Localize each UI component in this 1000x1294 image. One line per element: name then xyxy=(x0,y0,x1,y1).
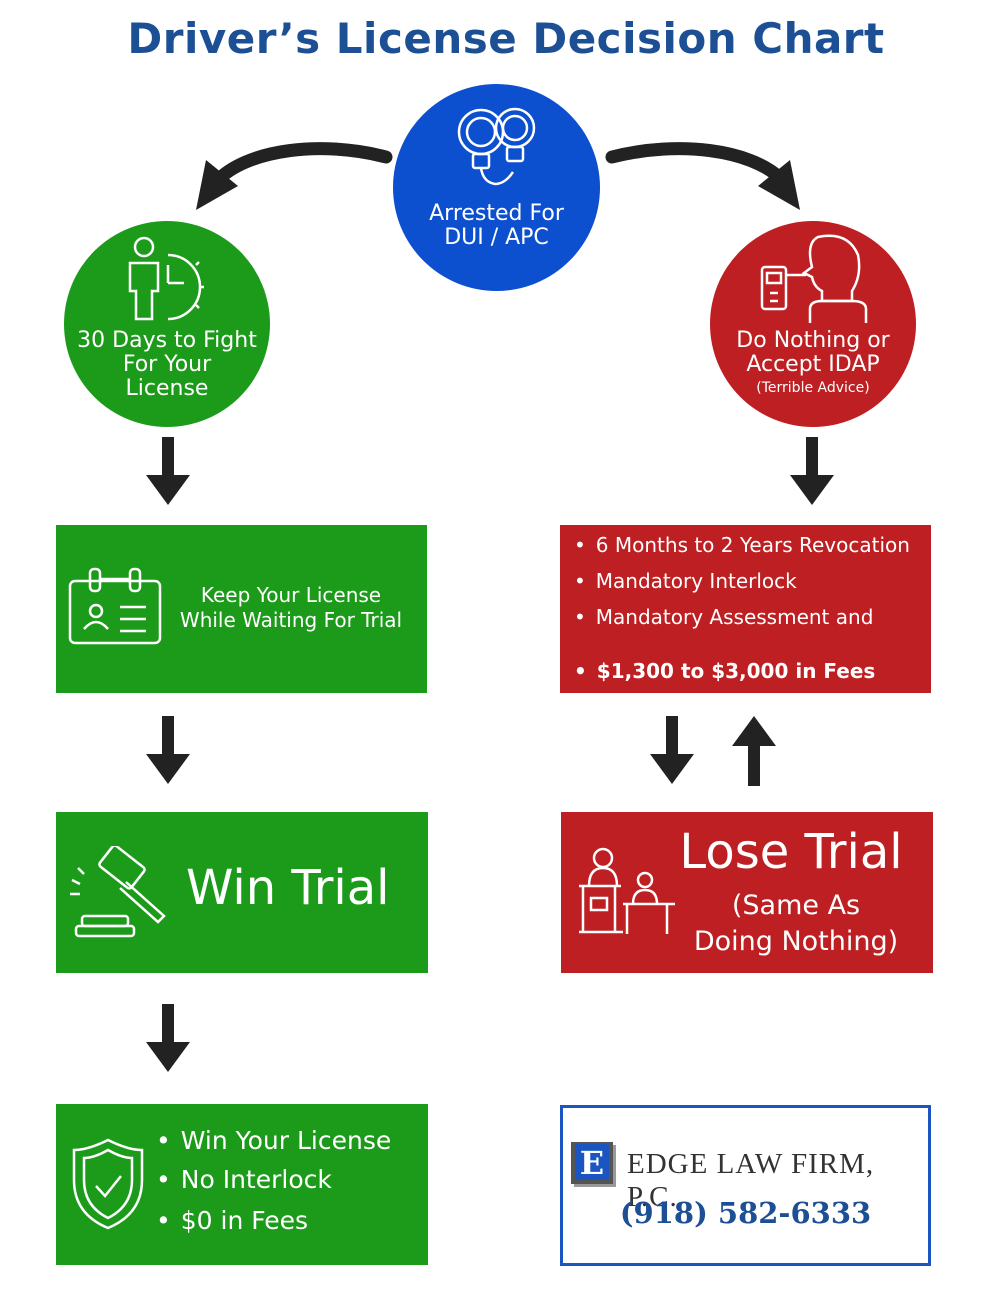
arrested-label-line2: DUI / APC xyxy=(444,225,549,250)
consequences-box: 6 Months to 2 Years Revocation Mandatory… xyxy=(560,525,931,693)
win-trial-label: Win Trial xyxy=(186,860,390,916)
firm-name: EDGE LAW FIRM, P.C. xyxy=(627,1148,875,1213)
fight-label-line2: For Your xyxy=(122,352,212,377)
lose-trial-sub1: (Same As xyxy=(731,890,861,921)
shield-check-icon xyxy=(72,1138,144,1230)
curved-arrow-right-head xyxy=(758,160,800,210)
chart-title: Driver’s License Decision Chart xyxy=(127,14,885,63)
law-firm-box: E EDGE LAW FIRM, P.C. (918) 582-6333 xyxy=(560,1105,931,1266)
fight-label-line1: 30 Days to Fight xyxy=(77,328,257,353)
handcuffs-icon xyxy=(457,107,535,186)
outcome-item: $0 in Fees xyxy=(156,1206,308,1235)
consequence-item: Mandatory Interlock xyxy=(574,569,797,593)
id-card-icon xyxy=(68,567,162,645)
arrested-label-line1: Arrested For xyxy=(429,201,564,226)
down-arrow-to-lose xyxy=(650,716,694,784)
consequence-item: Mandatory Assessment and xyxy=(574,605,874,629)
down-arrow-2 xyxy=(146,716,190,784)
fight-label-line3: License xyxy=(125,376,209,401)
keep-license-box: Keep Your License While Waiting For Tria… xyxy=(56,525,427,693)
keep-license-line1: Keep Your License xyxy=(200,583,382,607)
outcome-item: No Interlock xyxy=(156,1165,332,1194)
do-nothing-line2: Accept IDAP xyxy=(746,352,880,377)
up-arrow-from-lose xyxy=(732,716,776,786)
win-outcome-box: Win Your License No Interlock $0 in Fees xyxy=(56,1104,428,1265)
win-trial-box: Win Trial xyxy=(56,812,428,973)
firm-logo: E xyxy=(571,1142,613,1184)
do-nothing-line1: Do Nothing or xyxy=(736,328,890,353)
down-arrow-right-1 xyxy=(790,437,834,505)
firm-logo-letter: E xyxy=(575,1144,609,1182)
fight-circle: 30 Days to Fight For Your License xyxy=(64,221,270,427)
consequence-item: $1,300 to $3,000 in Fees xyxy=(574,659,876,683)
curved-arrows xyxy=(196,142,800,210)
keep-license-line2: While Waiting For Trial xyxy=(179,608,403,632)
gavel-icon xyxy=(70,846,166,938)
breathalyzer-icon xyxy=(760,234,868,323)
arrested-circle: Arrested For DUI / APC xyxy=(393,84,600,291)
person-clock-icon xyxy=(128,236,204,321)
curved-arrow-left xyxy=(213,142,393,185)
outcome-item: Win Your License xyxy=(156,1126,391,1155)
do-nothing-note: (Terrible Advice) xyxy=(756,380,870,396)
down-arrow-1 xyxy=(146,437,190,505)
courtroom-icon xyxy=(579,847,675,934)
firm-phone[interactable]: (918) 582-6333 xyxy=(619,1196,872,1230)
consequence-item: 6 Months to 2 Years Revocation xyxy=(574,533,910,557)
lose-trial-box: Lose Trial (Same As Doing Nothing) xyxy=(561,812,933,973)
lose-trial-sub2: Doing Nothing) xyxy=(693,926,899,957)
curved-arrow-right xyxy=(605,142,787,185)
lose-trial-label: Lose Trial xyxy=(679,824,903,880)
do-nothing-circle: Do Nothing or Accept IDAP (Terrible Advi… xyxy=(710,221,916,427)
curved-arrow-left-head xyxy=(196,160,238,210)
down-arrow-3 xyxy=(146,1004,190,1072)
